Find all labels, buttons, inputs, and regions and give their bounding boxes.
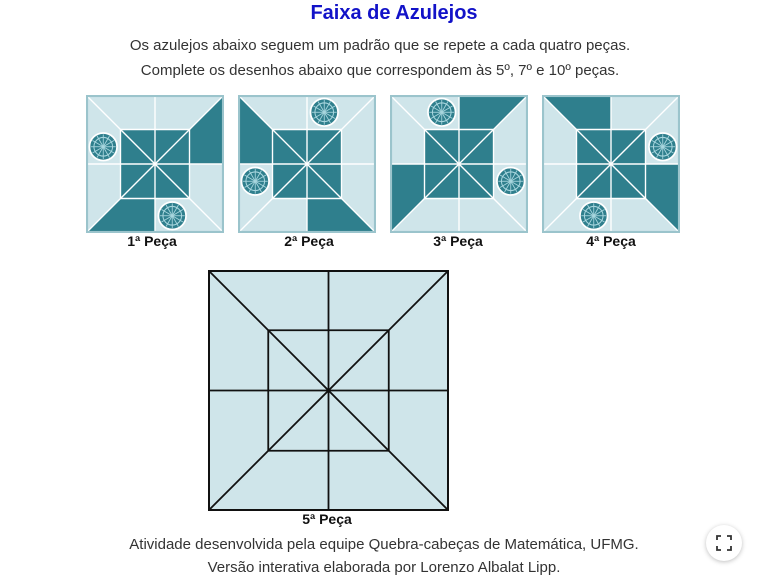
- tile-piece-3: [390, 95, 528, 233]
- piece-label-3: 3ª Peça: [433, 233, 483, 249]
- tile-2-border: [238, 95, 376, 233]
- tile-4-flower-icon-1: [579, 201, 609, 231]
- credit-line-1: Atividade desenvolvida pela equipe Quebr…: [129, 536, 639, 553]
- tile-2-flower-icon-1: [309, 97, 339, 127]
- instruction-line-2: Complete os desenhos abaixo que correspo…: [140, 62, 620, 79]
- tile-3-shape-6: [459, 95, 528, 130]
- tile-piece-1: [86, 95, 224, 233]
- tile-2-flower-icon-2: [240, 166, 270, 196]
- tile-piece-4: [542, 95, 680, 233]
- tile-4-border: [542, 95, 680, 233]
- instruction-line-1: Os azulejos abaixo seguem um padrão que …: [129, 37, 631, 54]
- tile-3-flower-icon-2: [427, 97, 457, 127]
- piece-label-2: 2ª Peça: [284, 233, 334, 249]
- tile-1-flower-icon-2: [157, 201, 187, 231]
- page-title: Faixa de Azulejos: [310, 2, 478, 24]
- tile-3-flower-icon-1: [496, 166, 526, 196]
- fullscreen-button[interactable]: [706, 525, 742, 561]
- tile-4-flower-icon-2: [648, 132, 678, 162]
- credit-line-2: Versão interativa elaborada por Lorenzo …: [207, 559, 561, 576]
- tile-1-shape-6: [86, 198, 155, 233]
- tile-3-shape-5: [390, 164, 425, 233]
- tile-1-border: [86, 95, 224, 233]
- tile-piece-2: [238, 95, 376, 233]
- tile-1-flower-icon-1: [88, 132, 118, 162]
- piece-label-4: 4ª Peça: [586, 233, 636, 249]
- tile-1-shape-5: [189, 95, 224, 164]
- tile-4-shape-5: [542, 95, 611, 130]
- target-piece-label: 5ª Peça: [302, 511, 352, 527]
- tile-2-shape-5: [307, 198, 376, 233]
- tile-4-shape-6: [645, 164, 680, 233]
- target-border: [208, 270, 449, 511]
- target-tile-canvas[interactable]: [208, 270, 449, 511]
- tile-2-shape-6: [238, 95, 273, 164]
- piece-label-1: 1ª Peça: [127, 233, 177, 249]
- fullscreen-icon: [716, 535, 732, 551]
- tile-3-border: [390, 95, 528, 233]
